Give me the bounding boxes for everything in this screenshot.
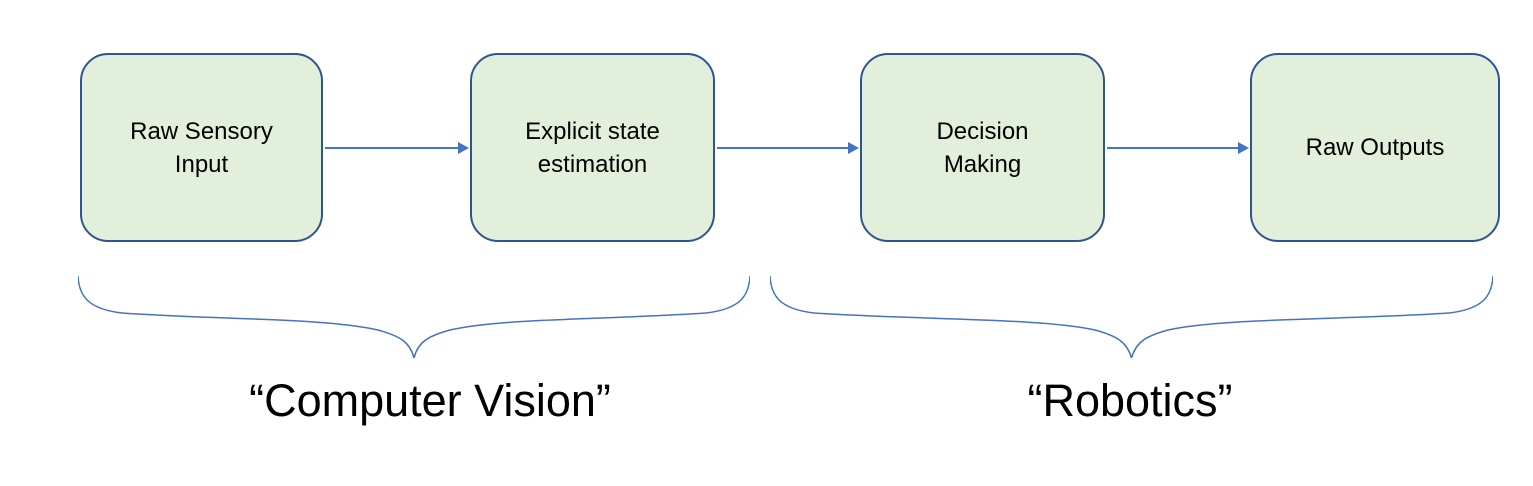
- curly-brace-icon: [770, 276, 1493, 358]
- box-raw-sensory-input: Raw Sensory Input: [80, 53, 323, 242]
- arrowhead-icon: [458, 142, 469, 154]
- box-label: Raw Sensory: [130, 117, 273, 145]
- box-decision-making: Decision Making: [860, 53, 1105, 242]
- group-label-robotics: “Robotics”: [1027, 375, 1233, 426]
- arrowhead-icon: [848, 142, 859, 154]
- box-label: Making: [943, 150, 1022, 178]
- box-raw-outputs: Raw Outputs: [1250, 53, 1500, 242]
- arrow-shaft: [1107, 147, 1238, 149]
- box-label: Raw Outputs: [1305, 134, 1445, 161]
- curly-brace-computer-vision: [78, 276, 750, 358]
- arrow-shaft: [325, 147, 458, 149]
- flow-arrow: [325, 141, 469, 155]
- box-label: estimation: [537, 150, 648, 178]
- group-label-computer-vision: “Computer Vision”: [249, 375, 611, 426]
- arrowhead-icon: [1238, 142, 1249, 154]
- box-label: Decision: [936, 117, 1029, 145]
- box-label: Input: [174, 150, 229, 178]
- flow-arrow: [1107, 141, 1249, 155]
- box-label: Explicit state: [525, 117, 660, 145]
- curly-brace-robotics: [770, 276, 1493, 358]
- curly-brace-icon: [78, 276, 750, 358]
- flow-arrow: [717, 141, 859, 155]
- arrow-shaft: [717, 147, 848, 149]
- box-explicit-state-estimation: Explicit state estimation: [470, 53, 715, 242]
